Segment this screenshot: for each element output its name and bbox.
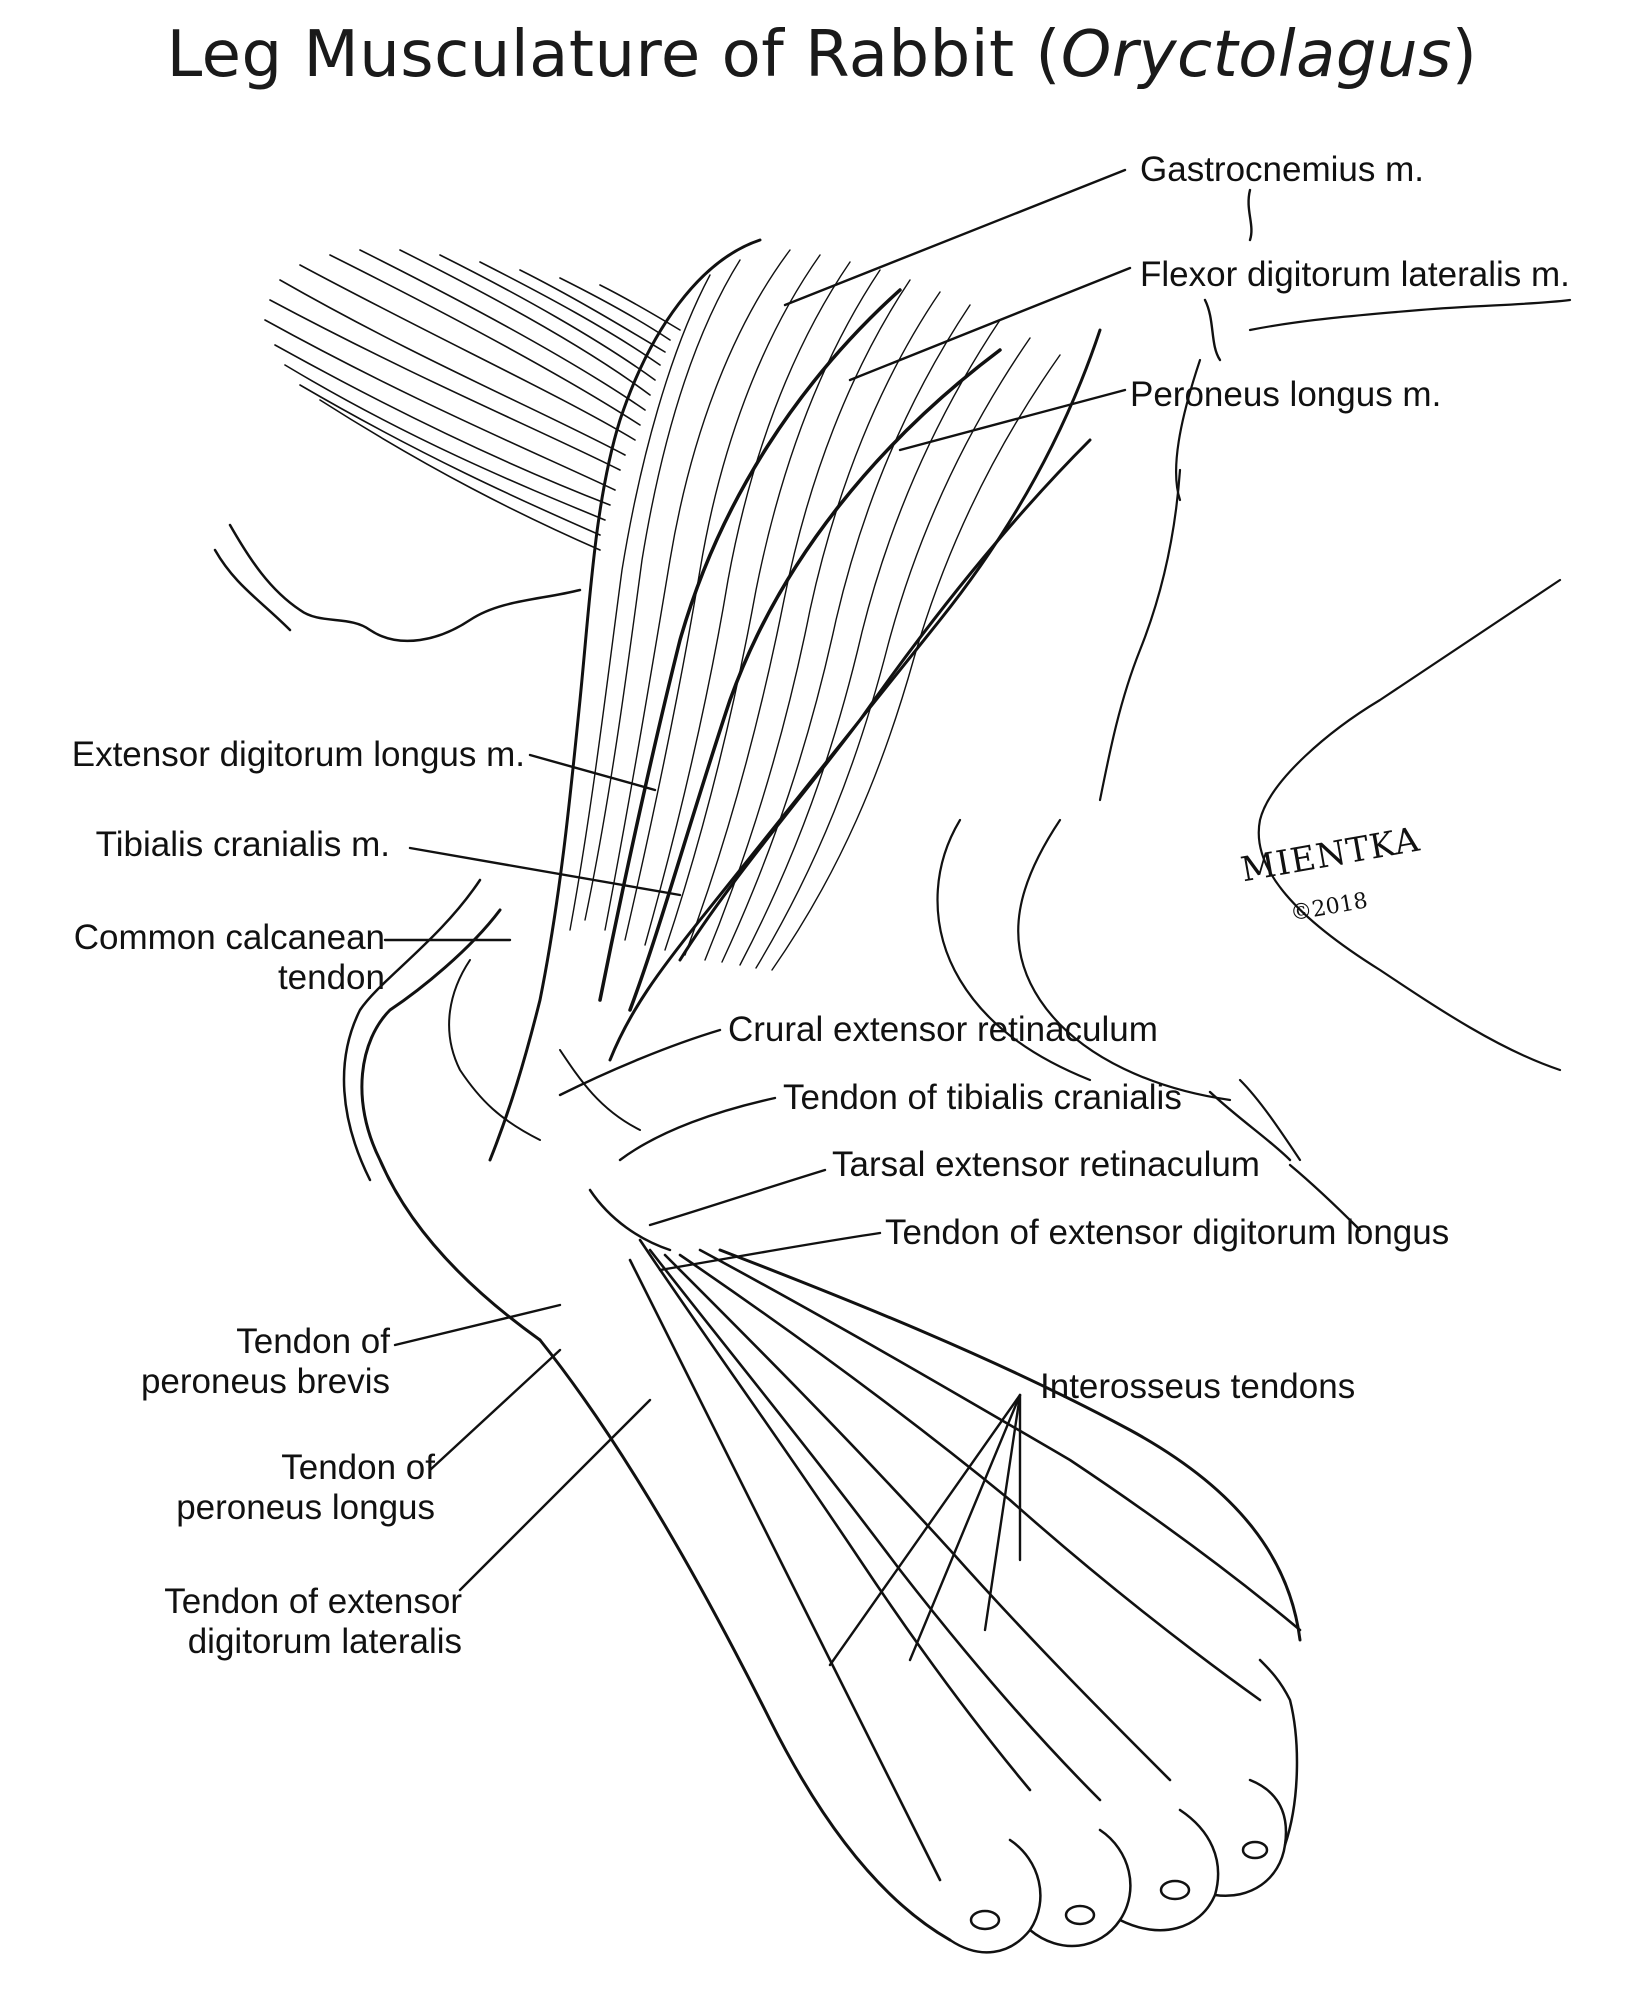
label-common-calcanean-tendon: Common calcanean tendon bbox=[30, 918, 385, 998]
thigh-muscle-fibers bbox=[264, 249, 681, 551]
title-close: ) bbox=[1451, 18, 1478, 92]
label-tendon-extensor-digitorum-lateralis-line1: Tendon of extensor bbox=[164, 1582, 462, 1621]
label-gastrocnemius: Gastrocnemius m. bbox=[1140, 150, 1424, 189]
toes bbox=[948, 1658, 1299, 1954]
leader-tendon-extensor-digitorum-longus bbox=[658, 1231, 882, 1272]
leader-peroneus-longus bbox=[898, 388, 1127, 452]
label-tibialis-cranialis: Tibialis cranialis m. bbox=[95, 825, 390, 864]
leader-crural-extensor-retinaculum bbox=[558, 1028, 722, 1097]
label-tendon-peroneus-longus: Tendon of peroneus longus bbox=[30, 1448, 435, 1528]
label-tendon-peroneus-brevis-line1: Tendon of bbox=[236, 1322, 390, 1361]
lower-leg-outline-front bbox=[488, 238, 762, 1162]
foot-outline bbox=[538, 1248, 1302, 1942]
leader-tendon-peroneus-brevis bbox=[393, 1303, 562, 1347]
leader-gastrocnemius bbox=[783, 168, 1127, 307]
leader-tarsal-extensor-retinaculum bbox=[648, 1168, 827, 1227]
foot-tendons bbox=[628, 1238, 1302, 1882]
lower-leg-outline-back bbox=[608, 328, 1102, 1062]
label-interosseus-tendons: Interosseus tendons bbox=[1040, 1367, 1356, 1406]
label-tendon-extensor-digitorum-longus: Tendon of extensor digitorum longus bbox=[885, 1213, 1450, 1252]
label-peroneus-longus: Peroneus longus m. bbox=[1130, 375, 1442, 414]
leader-tendon-extensor-digitorum-lateralis bbox=[458, 1398, 652, 1592]
label-crural-extensor-retinaculum: Crural extensor retinaculum bbox=[728, 1010, 1158, 1049]
page-title: Leg Musculature of Rabbit (Oryctolagus) bbox=[0, 18, 1644, 92]
label-common-calcanean-line1: Common calcanean bbox=[73, 918, 385, 957]
leader-tendon-tibialis-cranialis bbox=[618, 1096, 777, 1162]
title-main: Leg Musculature of Rabbit ( bbox=[166, 18, 1061, 92]
leader-interosseus-1 bbox=[828, 1393, 1022, 1667]
label-tendon-peroneus-longus-line1: Tendon of bbox=[281, 1448, 435, 1487]
leader-flexor-digitorum-lateralis bbox=[848, 266, 1132, 382]
leader-tibialis-cranialis bbox=[408, 846, 682, 897]
leader-interosseus-3 bbox=[983, 1393, 1022, 1632]
label-tendon-tibialis-cranialis: Tendon of tibialis cranialis bbox=[783, 1078, 1182, 1117]
label-tendon-peroneus-brevis: Tendon of peroneus brevis bbox=[30, 1322, 390, 1402]
lower-leg-muscle-fibers bbox=[569, 249, 1061, 971]
title-genus: Oryctolagus bbox=[1060, 18, 1452, 92]
leader-extensor-digitorum-longus bbox=[528, 753, 657, 792]
thigh-outline bbox=[228, 523, 582, 643]
label-common-calcanean-line2: tendon bbox=[277, 958, 385, 997]
label-flexor-digitorum-lateralis: Flexor digitorum lateralis m. bbox=[1140, 255, 1570, 294]
label-tendon-peroneus-longus-line2: peroneus longus bbox=[176, 1488, 435, 1527]
leader-tendon-peroneus-longus bbox=[428, 1348, 562, 1472]
label-tarsal-extensor-retinaculum: Tarsal extensor retinaculum bbox=[832, 1145, 1260, 1184]
hock-outline bbox=[360, 908, 542, 1342]
label-tendon-extensor-digitorum-lateralis: Tendon of extensor digitorum lateralis bbox=[30, 1582, 462, 1662]
label-tendon-extensor-digitorum-lateralis-line2: digitorum lateralis bbox=[187, 1622, 462, 1661]
body-contours bbox=[936, 298, 1572, 1162]
label-tendon-peroneus-brevis-line2: peroneus brevis bbox=[140, 1362, 390, 1401]
leader-interosseus-2 bbox=[908, 1393, 1022, 1662]
leader-lines bbox=[383, 168, 1362, 1667]
label-extensor-digitorum-longus: Extensor digitorum longus m. bbox=[71, 735, 525, 774]
